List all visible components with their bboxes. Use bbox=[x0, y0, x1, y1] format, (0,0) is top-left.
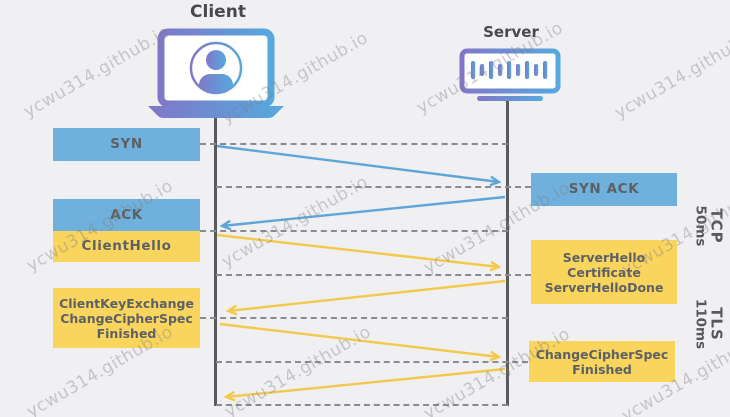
phase-tcp-duration: 50ms bbox=[692, 205, 709, 247]
server-icon bbox=[459, 48, 561, 101]
client-title: Client bbox=[190, 2, 246, 22]
dashed-line-synack bbox=[216, 186, 531, 188]
message-label: ClientKeyExchange bbox=[59, 295, 194, 311]
dashed-line-changecipherspec bbox=[216, 361, 528, 363]
message-box-change-cipher-spec: ChangeCipherSpec Finished bbox=[529, 341, 675, 382]
arrow-client-key-exchange bbox=[219, 322, 499, 357]
dashed-line-serverhello bbox=[216, 274, 531, 276]
dashed-line-clientkeyexchange bbox=[200, 317, 508, 319]
watermark-text: ycwu314.github.io bbox=[221, 321, 375, 417]
server-lifeline bbox=[506, 99, 509, 406]
dashed-line-bottom bbox=[216, 404, 508, 406]
message-box-ack: ACK bbox=[53, 199, 200, 231]
message-label: ChangeCipherSpec bbox=[535, 346, 669, 362]
server-base bbox=[477, 96, 543, 101]
arrow-syn bbox=[216, 144, 499, 182]
user-avatar-icon bbox=[199, 50, 233, 92]
message-box-client-key-exchange: ClientKeyExchange ChangeCipherSpec Finis… bbox=[53, 288, 200, 348]
server-slots bbox=[471, 61, 548, 79]
message-label: Certificate bbox=[567, 264, 641, 280]
arrow-change-cipher-spec bbox=[226, 367, 506, 397]
message-box-syn-ack: SYN ACK bbox=[531, 173, 677, 206]
arrow-client-hello bbox=[216, 233, 499, 267]
phase-tls-duration: 110ms bbox=[692, 298, 709, 350]
message-label: ACK bbox=[110, 206, 143, 223]
laptop-base bbox=[148, 106, 284, 118]
message-box-server-hello: ServerHello Certificate ServerHelloDone bbox=[531, 240, 677, 304]
phase-tls-label: TLS 110ms bbox=[692, 299, 725, 349]
message-label: ServerHelloDone bbox=[544, 279, 664, 295]
message-label: SYN ACK bbox=[568, 181, 640, 198]
message-label: ClientHello bbox=[81, 238, 172, 255]
server-title: Server bbox=[483, 23, 539, 41]
message-label: SYN bbox=[110, 136, 143, 153]
client-lifeline bbox=[214, 114, 217, 406]
arrow-server-hello bbox=[228, 279, 506, 311]
message-box-client-hello: ClientHello bbox=[53, 231, 200, 262]
client-laptop-icon bbox=[148, 28, 284, 118]
message-label: ChangeCipherSpec bbox=[60, 310, 193, 326]
dashed-line-syn bbox=[200, 143, 508, 145]
watermark-text: ycwu314.github.io bbox=[611, 22, 730, 124]
arrow-syn-ack bbox=[222, 195, 506, 226]
message-label: Finished bbox=[96, 325, 157, 341]
message-label: Finished bbox=[572, 361, 632, 377]
phase-tcp-name: TCP bbox=[707, 208, 726, 244]
phase-tls-name: TLS bbox=[707, 307, 726, 341]
phase-tcp-label: TCP 50ms bbox=[692, 206, 725, 247]
dashed-line-ack-clienthello bbox=[200, 230, 508, 232]
message-box-syn: SYN bbox=[53, 128, 200, 161]
message-label: ServerHello bbox=[562, 249, 646, 265]
